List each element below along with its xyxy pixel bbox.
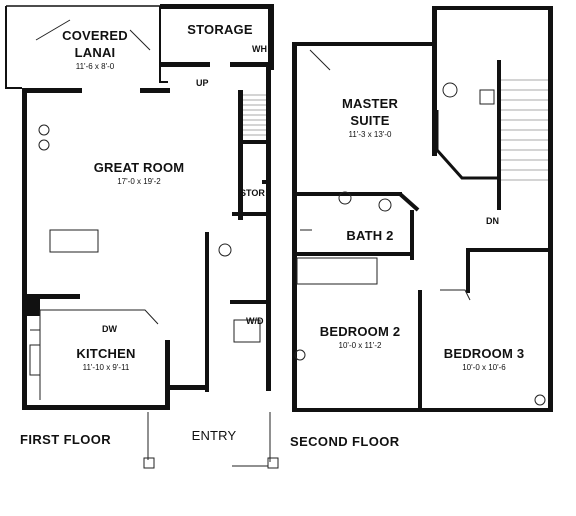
- label-stair-up: UP: [196, 78, 209, 88]
- room-bedroom-2: BEDROOM 2 10'-0 x 11'-2: [304, 324, 416, 350]
- label-stair-down: DN: [486, 216, 499, 226]
- room-dimensions: 11'-3 x 13'-0: [348, 129, 392, 139]
- room-name: LANAI: [74, 44, 116, 60]
- first-floor-label: FIRST FLOOR: [20, 432, 112, 447]
- room-name: BEDROOM 2: [319, 324, 401, 339]
- room-entry: ENTRY: [176, 428, 252, 445]
- label-water-heater: WH: [252, 44, 267, 54]
- room-kitchen: KITCHEN 11'-10 x 9'-11: [56, 346, 156, 372]
- room-dimensions: 11'-10 x 9'-11: [82, 362, 130, 372]
- room-name: BATH 2: [346, 228, 394, 243]
- room-dimensions: 10'-0 x 11'-2: [338, 340, 382, 350]
- second-floor-label: SECOND FLOOR: [290, 434, 400, 449]
- room-name: KITCHEN: [76, 346, 136, 361]
- room-dimensions: 17'-0 x 19'-2: [117, 176, 161, 186]
- room-name: ENTRY: [191, 428, 237, 443]
- room-name: BEDROOM 3: [443, 346, 525, 361]
- room-name: STORAGE: [187, 22, 253, 37]
- second-floor-walls: [292, 6, 553, 412]
- room-dimensions: 11'-6 x 8'-0: [75, 61, 115, 71]
- room-name: GREAT ROOM: [93, 160, 185, 175]
- label-dishwasher: DW: [102, 324, 117, 334]
- label-washer-dryer: W/D: [246, 316, 264, 326]
- room-bath-2: BATH 2: [330, 228, 410, 245]
- room-name: COVERED: [62, 28, 128, 43]
- room-great-room: GREAT ROOM 17'-0 x 19'-2: [74, 160, 204, 186]
- label-storage-closet: STOR: [240, 188, 265, 198]
- room-master-suite: MASTER SUITE 11'-3 x 13'-0: [320, 96, 420, 139]
- room-storage: STORAGE: [178, 22, 262, 39]
- room-covered-lanai: COVERED LANAI 11'-6 x 8'-0: [50, 28, 140, 71]
- room-name: MASTER: [341, 96, 399, 111]
- first-floor-walls: [5, 4, 279, 469]
- room-dimensions: 10'-0 x 10'-6: [462, 362, 506, 372]
- room-name: SUITE: [350, 112, 390, 128]
- room-bedroom-3: BEDROOM 3 10'-0 x 10'-6: [426, 346, 542, 372]
